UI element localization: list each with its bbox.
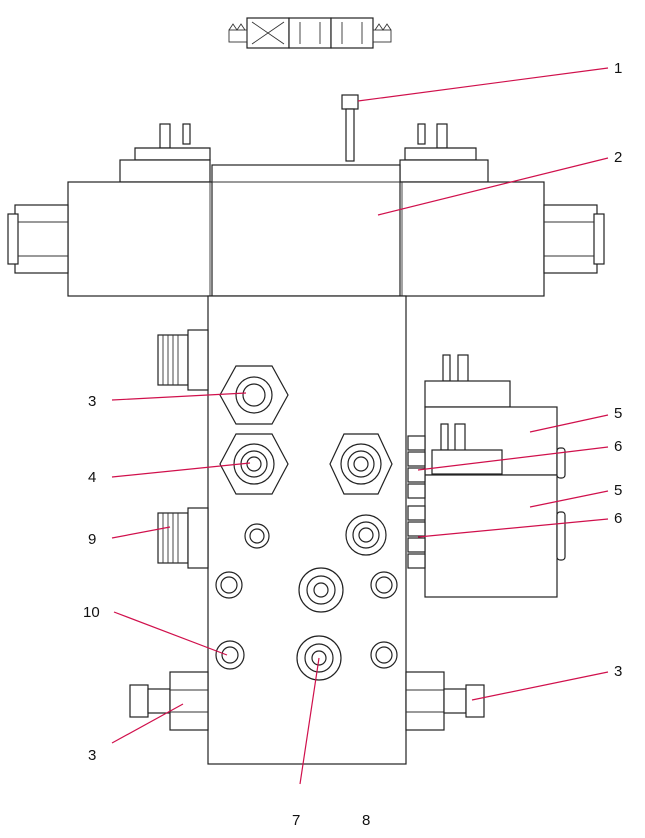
leader-6-lower	[417, 518, 609, 538]
manual-override-pin	[341, 94, 359, 162]
leader-3-lower-right	[471, 671, 609, 701]
bottom-left-fitting	[129, 671, 209, 731]
port-fitting-3	[219, 365, 289, 425]
right-coil-cap	[543, 204, 605, 274]
callout-2: 2	[614, 149, 622, 166]
leader-4	[111, 462, 251, 478]
callout-3-lower-left: 3	[88, 747, 96, 764]
right-valve-bolts	[407, 435, 566, 569]
right-solenoid-connector	[399, 123, 489, 183]
leader-7	[299, 657, 320, 785]
port-plug-small-4	[370, 641, 398, 669]
callout-4: 4	[88, 469, 96, 486]
leader-9	[111, 526, 171, 539]
right-valve-upper	[424, 354, 558, 476]
bottom-right-fitting	[405, 671, 485, 731]
callout-3-lower-right: 3	[614, 663, 622, 680]
solenoid-valve-body	[67, 164, 545, 297]
valve-schematic-symbol	[228, 17, 392, 49]
callout-9: 9	[88, 531, 96, 548]
callout-6-lower: 6	[614, 510, 622, 527]
left-coil-cap	[7, 204, 69, 274]
left-solenoid-connector	[119, 123, 211, 183]
port-fitting-4-left	[219, 433, 289, 495]
left-fitting-upper	[157, 329, 209, 391]
leader-3-lower-left	[111, 703, 184, 744]
left-fitting-lower	[157, 507, 209, 569]
right-valve-lower	[424, 474, 558, 598]
leader-5-lower	[529, 490, 609, 508]
leader-6-upper	[417, 446, 609, 471]
callout-5-lower: 5	[614, 482, 622, 499]
port-plug-10	[215, 640, 245, 670]
port-fitting-center	[298, 567, 344, 613]
leader-1	[357, 67, 609, 102]
leader-2	[377, 157, 609, 216]
callout-5-upper: 5	[614, 405, 622, 422]
port-plug-small-1	[244, 523, 270, 549]
leader-3-upper	[111, 392, 247, 401]
callout-1: 1	[614, 60, 622, 77]
callout-10: 10	[83, 604, 100, 621]
port-fitting-right-mid	[345, 514, 387, 556]
port-plug-small-3	[370, 571, 398, 599]
callout-3-upper: 3	[88, 393, 96, 410]
leader-lines	[111, 67, 609, 785]
port-plug-small-2	[215, 571, 243, 599]
callout-7: 7	[292, 812, 300, 829]
leader-5-upper	[529, 414, 609, 433]
callout-8: 8	[362, 812, 370, 829]
callout-6-upper: 6	[614, 438, 622, 455]
port-fitting-4-right	[329, 433, 393, 495]
leader-10	[113, 611, 228, 656]
